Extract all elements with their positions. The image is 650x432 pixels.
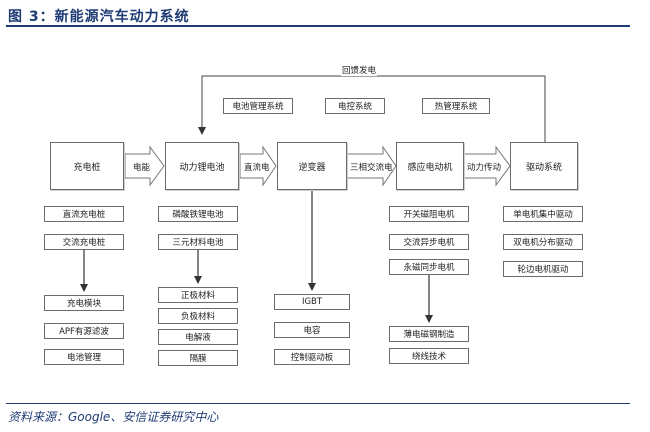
- battery-material-anode: 负极材料: [158, 308, 238, 324]
- capability-bms: 电池管理系统: [223, 98, 293, 114]
- inverter-component-igbt: IGBT: [274, 294, 350, 310]
- motor-item-srm: 开关磁阻电机: [389, 206, 469, 222]
- edge-label-dc: 直流电: [244, 163, 270, 173]
- motor-tech-winding: 绕线技术: [389, 348, 469, 364]
- feedback-label: 回馈发电: [341, 64, 378, 76]
- figure-title: 图 3：新能源汽车动力系统: [8, 9, 190, 25]
- battery-material-cathode: 正极材料: [158, 287, 238, 303]
- chevron-battery-inverter: [239, 145, 277, 187]
- drive-item-single: 单电机集中驱动: [503, 206, 583, 222]
- feedback-loop-line: [198, 75, 546, 142]
- battery-item-ternary: 三元材料电池: [158, 234, 238, 250]
- capability-thermal: 热管理系统: [422, 98, 490, 114]
- charger-item-ac: 交流充电桩: [44, 234, 124, 250]
- battery-material-separator: 隔膜: [158, 350, 238, 366]
- node-drive-system: 驱动系统: [510, 142, 578, 190]
- node-power-battery: 动力锂电池: [165, 142, 239, 190]
- charger-component-module: 充电模块: [44, 295, 124, 311]
- motor-item-pmsm: 永磁同步电机: [389, 259, 469, 275]
- node-inverter: 逆变器: [277, 142, 347, 190]
- charger-item-dc: 直流充电桩: [44, 206, 124, 222]
- capability-motor-control: 电控系统: [325, 98, 385, 114]
- battery-item-lfp: 磷酸铁锂电池: [158, 206, 238, 222]
- drive-item-dual: 双电机分布驱动: [503, 234, 583, 250]
- motor-tech-steel: 薄电磁钢制造: [389, 326, 469, 342]
- chevron-motor-drive: [463, 145, 511, 187]
- footer-divider: [6, 403, 630, 404]
- chevron-inverter-motor: [345, 145, 397, 187]
- chevron-charger-battery: [124, 145, 165, 187]
- node-induction-motor: 感应电动机: [396, 142, 464, 190]
- charger-component-apf: APF有源滤波: [44, 323, 124, 339]
- node-charging-pile: 充电桩: [50, 142, 124, 190]
- source-note: 资料来源：Google、安信证券研究中心: [8, 410, 219, 424]
- battery-material-electrolyte: 电解液: [158, 329, 238, 345]
- edge-label-energy: 电能: [133, 163, 151, 173]
- inverter-component-driver-board: 控制驱动板: [274, 349, 350, 365]
- edge-label-power-transmission: 动力传动: [467, 163, 502, 173]
- motor-item-async: 交流异步电机: [389, 234, 469, 250]
- title-divider: [6, 25, 630, 27]
- edge-label-three-phase-ac: 三相交流电: [350, 163, 393, 173]
- charger-component-bms: 电池管理: [44, 349, 124, 365]
- inverter-component-capacitor: 电容: [274, 322, 350, 338]
- drive-item-wheel-hub: 轮边电机驱动: [503, 261, 583, 277]
